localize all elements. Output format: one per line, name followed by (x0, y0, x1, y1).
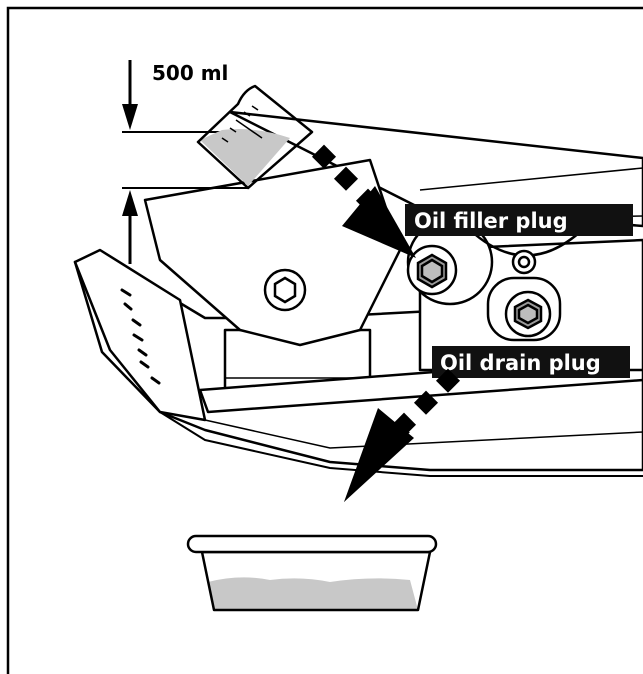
drain-pan-rim (186, 534, 438, 554)
arrow-down-left-icon (344, 368, 461, 502)
drain-plug-label: Oil drain plug (440, 351, 601, 375)
arrow-down-right-icon (311, 144, 416, 258)
drain-plug-label-bg (432, 346, 630, 378)
drain-plug-callout: Oil drain plug (432, 346, 630, 378)
dimension-arrow-down (122, 104, 138, 130)
filler-plug-bolt (406, 244, 458, 296)
link-plate (143, 158, 402, 347)
link-plate-bolt (263, 268, 307, 312)
drain-pan-oil (208, 577, 418, 610)
beaker-body (196, 84, 314, 190)
gear-housing (73, 110, 643, 477)
beaker-oil (200, 129, 290, 186)
drain-plug-bolt (504, 290, 552, 338)
dimension-arrow-up (122, 190, 138, 216)
drain-pan-icon (186, 534, 438, 612)
frame-border (6, 6, 643, 674)
arm-edge-line (419, 167, 643, 191)
beaker-icon (122, 60, 314, 264)
foot-plate-slots (120, 288, 161, 385)
filler-plug-callout: Oil filler plug (405, 204, 633, 236)
base-plate-rim (159, 411, 643, 477)
sight-plug (511, 249, 537, 275)
volume-label: 500 ml (152, 61, 228, 85)
filler-plug-label-bg (405, 204, 633, 236)
foot-plate (73, 248, 207, 422)
filler-plug-label: Oil filler plug (414, 209, 568, 233)
